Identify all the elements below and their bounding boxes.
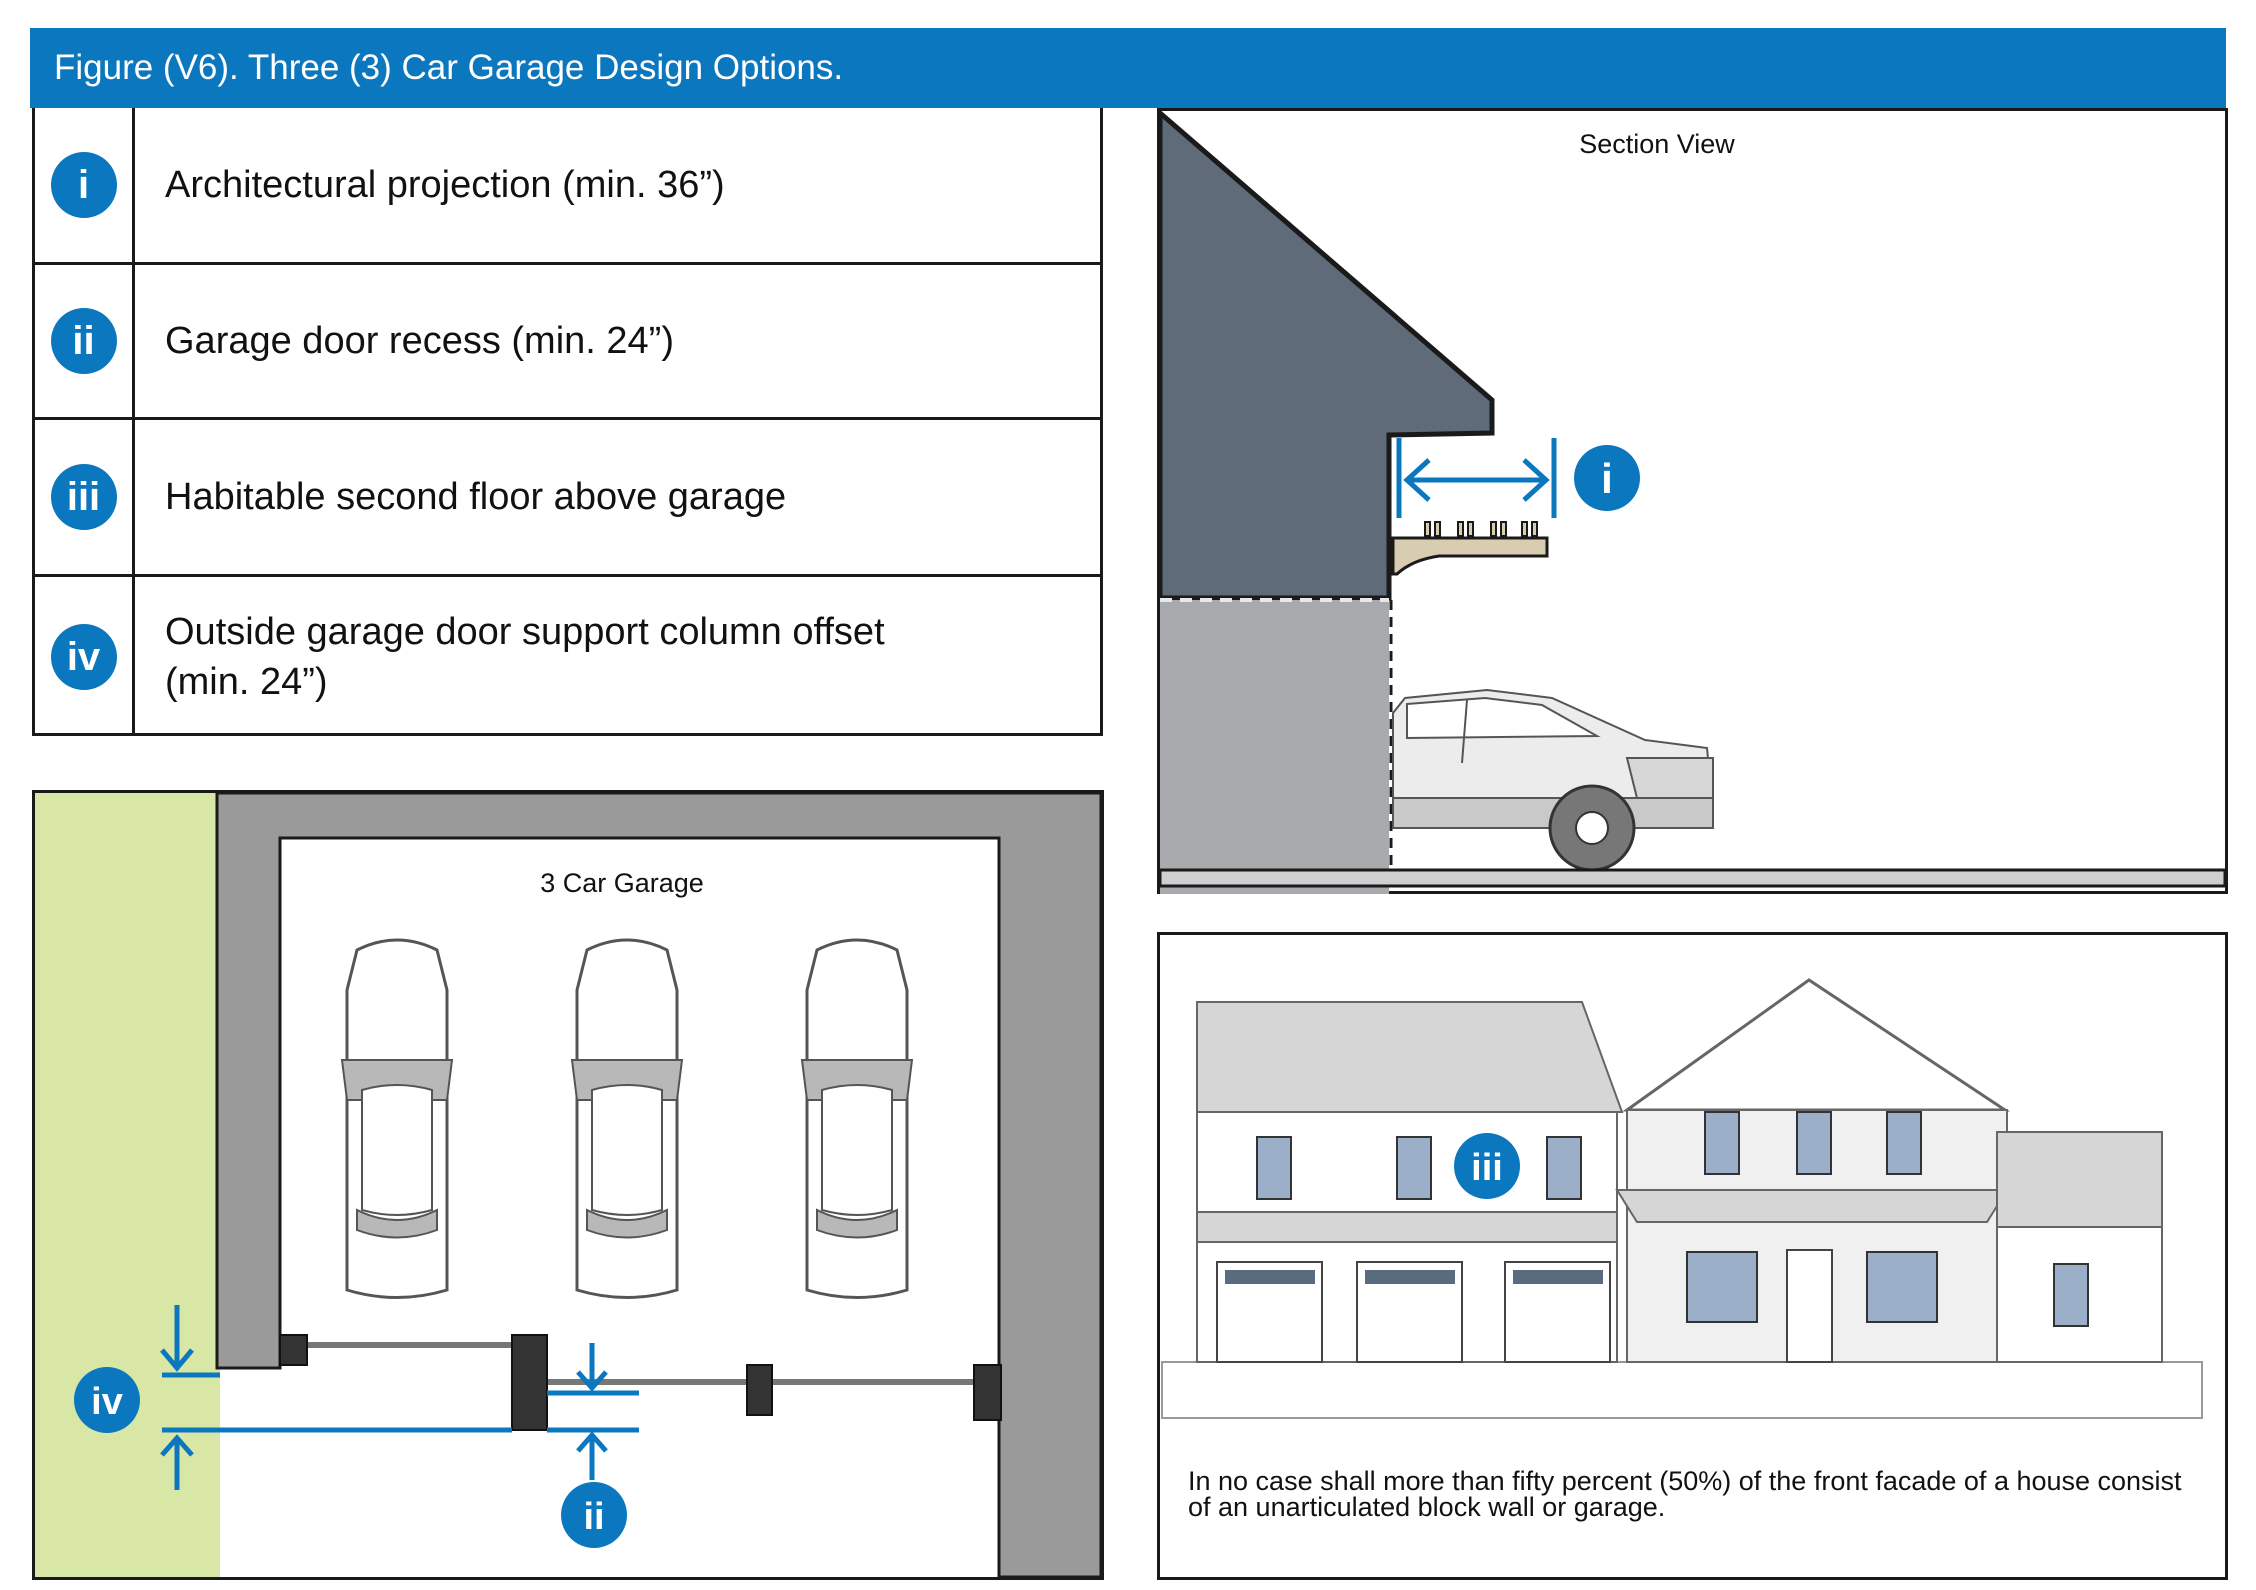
dimension-iv bbox=[160, 1305, 512, 1490]
section-view-title: Section View bbox=[1579, 129, 1735, 159]
right-wing-roof bbox=[1996, 1131, 2163, 1228]
support-columns bbox=[279, 1334, 1002, 1431]
garage-canopy bbox=[1196, 1211, 1618, 1243]
legend-row: ii Garage door recess (min. 24”) bbox=[35, 265, 1100, 420]
legend-badge-ii: ii bbox=[50, 308, 117, 374]
legend-badge-cell: iv bbox=[35, 577, 135, 736]
plan-view-title: 3 Car Garage bbox=[540, 868, 704, 898]
legend-badge-cell: i bbox=[35, 108, 135, 262]
section-view-panel: i Section View bbox=[1157, 108, 2228, 894]
legend-row: iii Habitable second floor above garage bbox=[35, 420, 1100, 577]
legend-badge-cell: iii bbox=[35, 420, 135, 574]
plan-badge-ii-circle bbox=[561, 1482, 627, 1548]
lower-wall-section bbox=[1160, 600, 1389, 894]
legend-badge-i: i bbox=[50, 152, 117, 218]
elevation-note: In no case shall more than fifty percent… bbox=[1188, 1466, 2182, 1522]
dimension-ii bbox=[547, 1343, 639, 1480]
left-roof bbox=[1196, 1001, 1624, 1113]
elevation-view-panel: iii bbox=[1157, 932, 2228, 1580]
elevation-badge-iii: iii bbox=[1471, 1147, 1503, 1189]
legend-text-ii: Garage door recess (min. 24”) bbox=[165, 320, 674, 362]
legend-text-iii: Habitable second floor above garage bbox=[165, 476, 787, 518]
car-top-view-2 bbox=[570, 938, 684, 1299]
legend-badge-cell: ii bbox=[35, 265, 135, 417]
legend-text-i: Architectural projection (min. 36”) bbox=[165, 164, 725, 206]
upper-windows bbox=[1256, 1111, 1922, 1200]
lawn-area bbox=[35, 793, 220, 1577]
garage-walls bbox=[215, 791, 1103, 1579]
porch-roof bbox=[1615, 1189, 2009, 1223]
plan-view-panel: 3 Car Garage iv bbox=[32, 790, 1104, 1580]
legend-text-iv: Outside garage door support column offse… bbox=[165, 610, 885, 703]
figure-title: Figure (V6). Three (3) Car Garage Design… bbox=[54, 48, 844, 87]
front-door bbox=[1786, 1249, 1833, 1363]
car-top-view-3 bbox=[800, 938, 914, 1299]
lower-windows bbox=[1686, 1251, 2089, 1327]
garage-door-windows bbox=[1225, 1270, 1603, 1284]
elevation-badge-circle bbox=[1454, 1133, 1520, 1199]
figure-title-bar: Figure (V6). Three (3) Car Garage Design… bbox=[30, 28, 2226, 108]
legend-row: iv Outside garage door support column of… bbox=[35, 577, 1100, 736]
ground-line bbox=[1158, 868, 2227, 888]
dimension-i bbox=[1396, 438, 1557, 518]
plan-badge-iv: iv bbox=[91, 1381, 123, 1423]
section-badge-circle bbox=[1574, 445, 1640, 511]
elevation-ground bbox=[1161, 1361, 2203, 1419]
architectural-bracket bbox=[1391, 536, 1549, 576]
legend-badge-iv: iv bbox=[50, 623, 117, 690]
plan-badge-iv-circle bbox=[74, 1367, 140, 1433]
bracket-dentils bbox=[1424, 521, 1538, 537]
legend-badge-iii: iii bbox=[50, 464, 117, 530]
section-badge-i: i bbox=[1601, 455, 1613, 502]
car-top-view-1 bbox=[340, 938, 454, 1299]
car-side-view bbox=[1392, 688, 1714, 872]
plan-badge-ii: ii bbox=[583, 1496, 604, 1538]
legend-row: i Architectural projection (min. 36”) bbox=[35, 108, 1100, 265]
legend-table: i Architectural projection (min. 36”) ii… bbox=[32, 108, 1103, 736]
